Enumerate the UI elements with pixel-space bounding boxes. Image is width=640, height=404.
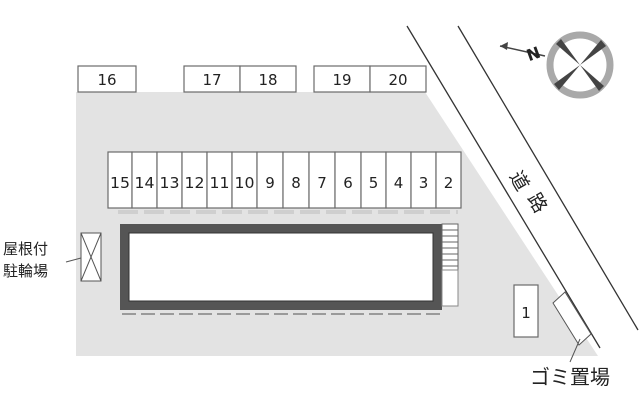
parking-space-5-label: 5 [369,174,379,192]
road-label-char2: 路 [523,189,552,216]
garbage-area: ゴミ置場 [530,291,610,389]
parking-space-8-label: 8 [291,174,301,192]
parking-space-5 [360,151,387,209]
parking-space-11 [206,151,233,209]
parking-space-20-label: 20 [388,71,407,89]
parking-space-4 [385,151,412,209]
middle-row-spaces: 15 14 13 12 11 10 9 8 7 6 5 4 3 2 [107,151,462,209]
bike-parking-label-line2: 駐輪場 [3,262,48,280]
building-inner [128,232,434,302]
parking-space-17-label: 17 [202,71,221,89]
parking-space-11-label: 11 [210,174,230,192]
parking-space-7-label: 7 [317,174,327,192]
parking-space-4-label: 4 [394,174,404,192]
parking-space-20 [369,65,427,93]
bike-parking: 屋根付 駐輪場 [0,232,102,282]
parking-space-13 [156,151,183,209]
building [120,224,442,315]
parking-space-9 [256,151,284,209]
parking-space-1-label: 1 [521,304,531,322]
road-edge-outer [457,25,639,331]
parking-space-14 [131,151,158,209]
parking-space-6-label: 6 [343,174,353,192]
parking-space-2-label: 2 [444,174,454,192]
bike-parking-label-line1: 屋根付 [3,240,48,258]
parking-space-3-label: 3 [419,174,429,192]
road-label-char1: 道 [505,167,534,194]
parking-space-1 [513,284,539,338]
parking-space-12 [181,151,208,209]
parking-space-18-label: 18 [258,71,277,89]
parking-space-17 [183,65,241,93]
road-edge-inner [406,25,601,349]
top-row-spaces: 16 17 18 19 20 [77,65,427,93]
parking-space-16-label: 16 [97,71,116,89]
parking-space-6 [334,151,362,209]
compass-icon: N [499,31,614,99]
parking-space-19-label: 19 [332,71,351,89]
parking-space-2 [435,151,462,209]
north-label: N [524,43,543,65]
parking-space-14-label: 14 [135,174,155,192]
parking-space-13-label: 13 [160,174,180,192]
staircase [441,223,459,307]
parking-space-3 [410,151,437,209]
garbage-label: ゴミ置場 [530,365,610,389]
parking-space-10-label: 10 [235,174,255,192]
parking-space-15-label: 15 [110,174,130,192]
parking-space-12-label: 12 [185,174,205,192]
parking-space-8 [282,151,310,209]
parking-space-18 [239,65,297,93]
parking-space-9-label: 9 [265,174,275,192]
parking-space-16 [77,65,137,93]
garbage-box [552,291,592,346]
parking-space-7 [308,151,336,209]
